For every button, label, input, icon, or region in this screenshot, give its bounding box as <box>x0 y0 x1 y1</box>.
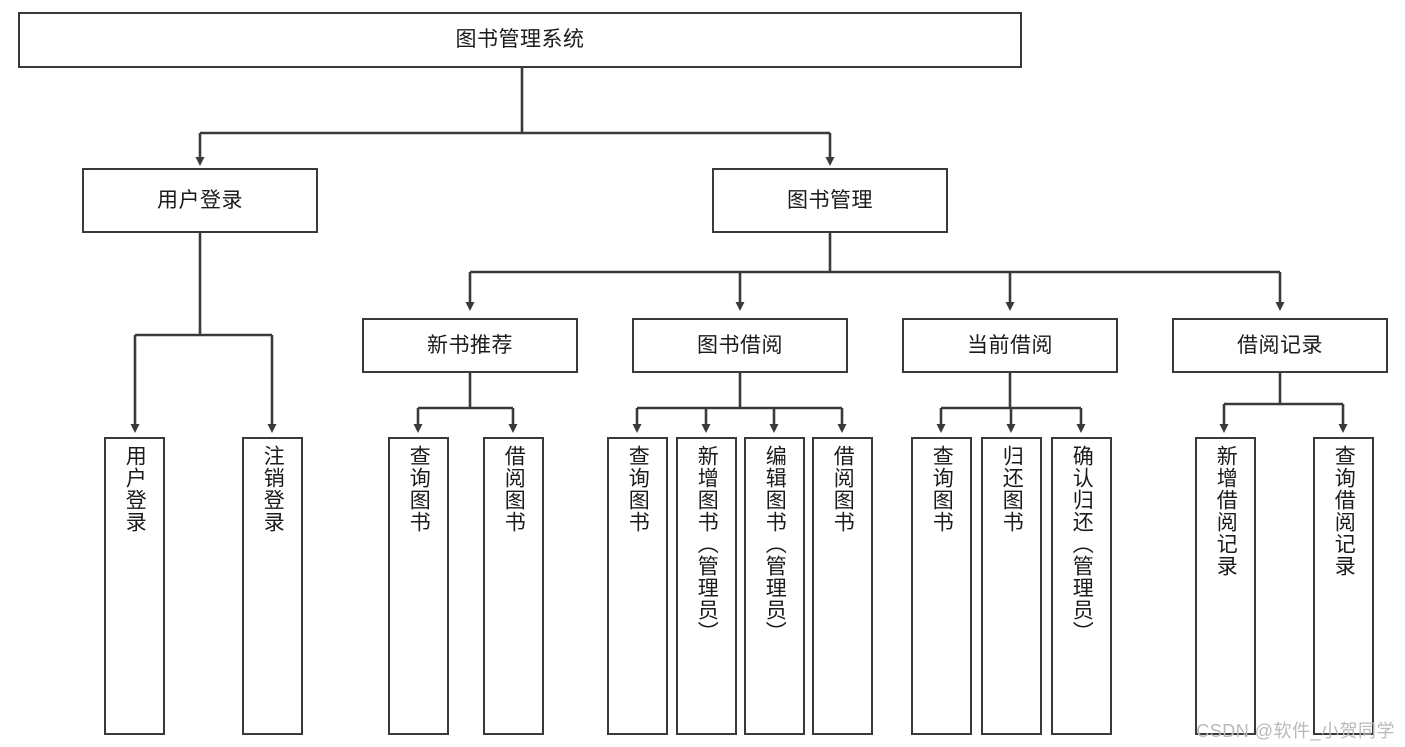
node-label: 借阅图书 <box>831 445 855 533</box>
node-label: 当前借阅 <box>967 333 1053 357</box>
node-label: 新书推荐 <box>427 333 513 357</box>
node-label: 查询借阅记录 <box>1332 445 1356 577</box>
leaf-add-borrow-record[interactable]: 新增借阅记录 <box>1195 437 1256 735</box>
leaf-query-books-borrow[interactable]: 查询图书 <box>607 437 668 735</box>
leaf-edit-book-admin[interactable]: 编辑图书（管理员） <box>744 437 805 735</box>
leaf-user-logout[interactable]: 注销登录 <box>242 437 303 735</box>
leaf-borrow-books-recommend[interactable]: 借阅图书 <box>483 437 544 735</box>
node-label: 查询图书 <box>930 445 954 533</box>
node-label: 图书管理系统 <box>455 28 585 52</box>
node-label: 借阅图书 <box>502 445 526 533</box>
node-label: 用户登录 <box>157 188 243 212</box>
node-label: 新增借阅记录 <box>1214 445 1238 577</box>
node-label: 图书管理 <box>787 188 873 212</box>
node-root-system[interactable]: 图书管理系统 <box>18 12 1022 68</box>
node-label: 查询图书 <box>407 445 431 533</box>
node-label: 注销登录 <box>261 445 285 533</box>
node-book-borrow[interactable]: 图书借阅 <box>632 318 848 373</box>
leaf-borrow-books[interactable]: 借阅图书 <box>812 437 873 735</box>
node-label: 图书借阅 <box>697 333 783 357</box>
leaf-query-borrow-record[interactable]: 查询借阅记录 <box>1313 437 1374 735</box>
node-label: 新增图书（管理员） <box>695 445 719 643</box>
node-borrow-records[interactable]: 借阅记录 <box>1172 318 1388 373</box>
node-label: 归还图书 <box>1000 445 1024 533</box>
leaf-add-book-admin[interactable]: 新增图书（管理员） <box>676 437 737 735</box>
node-label: 查询图书 <box>626 445 650 533</box>
leaf-query-books-recommend[interactable]: 查询图书 <box>388 437 449 735</box>
node-label: 确认归还（管理员） <box>1070 445 1094 643</box>
node-new-book-recommend[interactable]: 新书推荐 <box>362 318 578 373</box>
leaf-confirm-return-admin[interactable]: 确认归还（管理员） <box>1051 437 1112 735</box>
node-label: 用户登录 <box>123 445 147 533</box>
leaf-user-login[interactable]: 用户登录 <box>104 437 165 735</box>
leaf-return-books[interactable]: 归还图书 <box>981 437 1042 735</box>
leaf-query-books-current[interactable]: 查询图书 <box>911 437 972 735</box>
node-user-login[interactable]: 用户登录 <box>82 168 318 233</box>
node-current-borrow[interactable]: 当前借阅 <box>902 318 1118 373</box>
node-label: 编辑图书（管理员） <box>763 445 787 643</box>
node-book-management[interactable]: 图书管理 <box>712 168 948 233</box>
node-label: 借阅记录 <box>1237 333 1323 357</box>
